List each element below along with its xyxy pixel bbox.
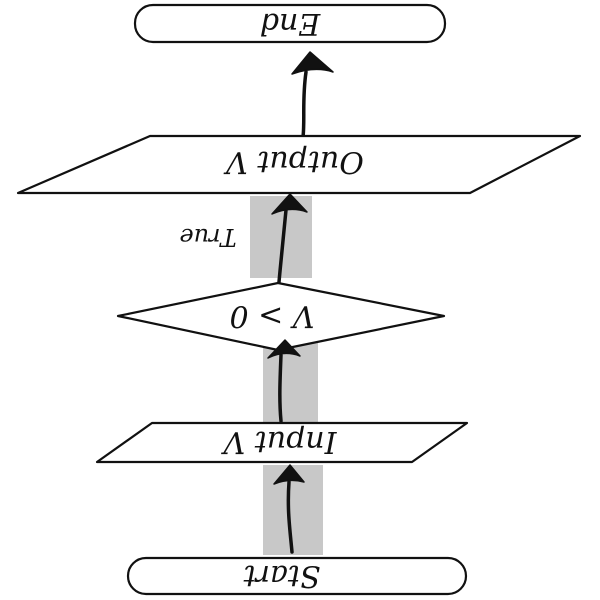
output-parallelogram-shape xyxy=(16,134,582,195)
edge-output-end-arrowhead xyxy=(291,51,334,75)
input-label: Input V xyxy=(220,424,337,459)
output-label: Output V xyxy=(223,144,364,179)
edge-input-condition-arrowhead xyxy=(267,339,301,359)
edge-start-input xyxy=(273,464,305,554)
start-label: Start xyxy=(243,558,321,593)
edge-condition-output: True xyxy=(179,193,308,284)
edge-input-condition-line xyxy=(278,353,283,423)
output-node: Output V xyxy=(16,134,582,195)
edge-condition-output-arrowhead xyxy=(271,193,308,215)
condition-diamond-shape xyxy=(116,281,446,352)
edge-output-end xyxy=(291,51,334,139)
end-node: End xyxy=(133,3,447,44)
end-label: End xyxy=(260,6,321,41)
edge-condition-output-label: True xyxy=(179,223,236,251)
edge-input-condition xyxy=(267,339,301,423)
edge-start-input-line xyxy=(286,480,294,554)
input-node: Input V xyxy=(95,421,469,464)
edge-start-input-arrowhead xyxy=(273,464,305,485)
start-node: Start xyxy=(126,556,468,596)
start-terminator-shape xyxy=(126,556,468,596)
condition-label: V > 0 xyxy=(230,298,315,333)
condition-node: V > 0 xyxy=(116,281,446,352)
input-parallelogram-shape xyxy=(95,421,469,464)
end-terminator-shape xyxy=(133,3,447,44)
edge-output-end-line xyxy=(301,70,308,139)
edge-condition-output-line xyxy=(277,208,288,284)
